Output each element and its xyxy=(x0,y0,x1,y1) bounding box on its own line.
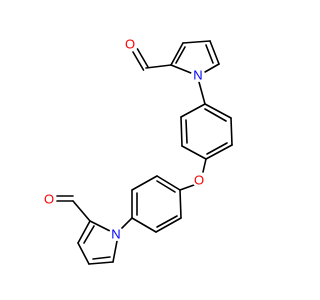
bond-phenyl-lower-6 xyxy=(179,189,182,219)
bond-pyrrole-lower-n-c2 xyxy=(89,220,111,232)
atom-label-o: O xyxy=(125,37,135,52)
bond-pyrrole-lower-c3-c4 xyxy=(77,242,90,265)
bond-phenyl-upper-1 xyxy=(180,103,206,118)
bond-n-upper-phenyl xyxy=(198,81,206,105)
bond-pyrrole-lower-c4-c5 xyxy=(88,261,114,265)
bond-ether-upper xyxy=(202,158,207,173)
bond-pyrrole-lower-c2-c3 xyxy=(77,220,91,244)
bond-phenyl-upper-6-inner xyxy=(204,108,227,122)
bond-phenyl-upper-4 xyxy=(205,144,233,160)
atom-n-pyrrole-lower: N xyxy=(109,227,123,242)
bond-aldehyde-lower-c-ring xyxy=(72,200,91,222)
bond-phenyl-upper-2-inner xyxy=(185,119,188,144)
bond-phenyl-lower-5 xyxy=(155,217,182,233)
atom-n-pyrrole-upper: N xyxy=(191,68,205,83)
bond-pyrrole-upper-c2-c3-inner xyxy=(175,46,186,64)
bond-aldehyde-co-double-b xyxy=(132,51,145,71)
bond-phenyl-upper-6 xyxy=(204,103,232,119)
molecule-structure-diagram: O N O O N xyxy=(42,37,233,265)
bond-pyrrole-lower-c5-n xyxy=(112,240,118,263)
atom-label-o: O xyxy=(44,192,54,207)
bond-pyrrole-upper-c5-n xyxy=(204,63,220,73)
bond-aldehyde-co-double-a xyxy=(136,48,149,68)
bond-phenyl-upper-3 xyxy=(181,145,207,160)
bond-lower-phenyl-n xyxy=(121,217,133,229)
bonds xyxy=(56,40,233,265)
bond-ether-lower xyxy=(179,184,195,191)
atom-label-n: N xyxy=(111,227,120,242)
bond-phenyl-lower-2 xyxy=(131,175,158,191)
bond-pyrrole-upper-n-c2 xyxy=(170,64,192,74)
bond-pyrrole-lower-c4-c5-inner xyxy=(92,256,111,260)
bond-phenyl-upper-5 xyxy=(230,117,233,146)
bond-pyrrole-upper-c2-c3 xyxy=(170,42,184,66)
atom-o-aldehyde-upper: O xyxy=(123,37,137,52)
bond-phenyl-upper-4-inner xyxy=(206,142,228,155)
bond-phenyl-lower-1-inner xyxy=(156,180,176,193)
atom-label-o: O xyxy=(194,173,204,188)
bond-phenyl-lower-5-inner xyxy=(156,215,178,228)
bond-pyrrole-upper-c3-c4 xyxy=(182,40,211,44)
atom-label-n: N xyxy=(193,68,202,83)
bond-phenyl-lower-1 xyxy=(156,175,181,191)
bond-phenyl-lower-4 xyxy=(131,217,157,233)
bond-aldehyde-c-ring xyxy=(145,64,172,69)
atom-o-ether: O xyxy=(192,173,206,188)
atom-o-aldehyde-lower: O xyxy=(42,192,56,207)
bond-pyrrole-lower-c2-c3-inner xyxy=(83,225,95,244)
bond-pyrrole-upper-c4-c5-inner xyxy=(205,44,214,64)
bond-pyrrole-upper-c4-c5 xyxy=(209,40,220,65)
bond-phenyl-upper-2 xyxy=(180,116,183,147)
atom-labels: O N O O N xyxy=(42,37,206,242)
